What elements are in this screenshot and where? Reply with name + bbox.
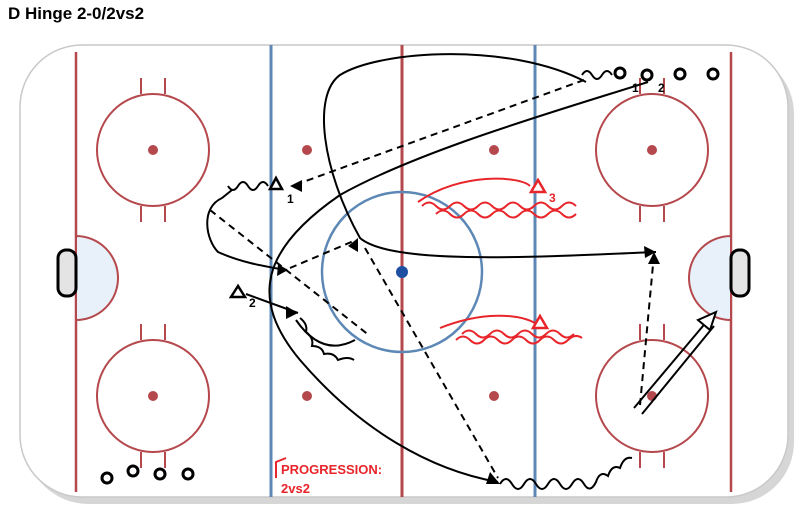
waiting-player-1 [100, 471, 114, 485]
faceoff-circles [96, 78, 709, 468]
defenders [228, 175, 285, 299]
skate-path-bottom [268, 81, 649, 483]
arrowheads [277, 180, 660, 484]
waiting-player-4 [181, 467, 195, 481]
net-right [729, 248, 751, 298]
pass-4 [364, 247, 499, 479]
arrowhead-bottom [486, 472, 500, 484]
d-curl [295, 319, 356, 347]
arrowhead-pass5 [648, 252, 660, 264]
faceoff-circle-top-right [595, 78, 709, 222]
forwards-top [613, 66, 720, 82]
waiting-player-3 [153, 467, 167, 481]
progression-bracket [275, 457, 287, 478]
progression-label: PROGRESSION: [281, 462, 382, 477]
neutral-dot-4 [489, 391, 499, 401]
progression-defender-3 [528, 177, 548, 194]
forwards-bottom [100, 464, 195, 485]
forward-1 [613, 66, 627, 80]
faceoff-circle-bottom-left [96, 324, 210, 468]
carry-waves [227, 70, 633, 490]
progression-sublabel: 2vs2 [281, 481, 310, 496]
neutral-dot-2 [302, 391, 312, 401]
center-dot [396, 266, 408, 278]
prog-wave-bottom-1 [461, 329, 575, 339]
forward-3 [673, 67, 687, 81]
progression-defender-4 [530, 313, 550, 330]
arrowhead-d2 [286, 306, 298, 319]
wave-d1 [227, 181, 269, 191]
goal-crease-right [688, 234, 732, 322]
progression-paths [417, 177, 583, 345]
pass-1 [291, 79, 585, 187]
faceoff-circle-top-left [96, 78, 210, 222]
wave-bottom [499, 456, 633, 490]
arrowhead-pass3 [348, 238, 358, 252]
pass-lines [209, 79, 655, 479]
forward-2-label: 2 [658, 81, 665, 95]
shot-line-b [641, 325, 715, 415]
d1-skate [206, 189, 287, 271]
arrowhead-d1 [277, 264, 288, 276]
drill-paths [206, 53, 715, 483]
forward-1-label: 1 [632, 81, 639, 95]
prog-arc-bottom [439, 314, 541, 329]
prog-wave-top-2 [435, 209, 577, 219]
prog-arc-top [417, 177, 531, 203]
defender-1-label: 1 [287, 192, 294, 206]
arrowhead-pass1 [290, 180, 302, 192]
skate-path-top [323, 53, 657, 259]
pass-5 [639, 253, 655, 406]
prog-wave-bottom-2 [455, 334, 583, 345]
forward-2 [640, 68, 654, 82]
defender-2 [228, 283, 248, 299]
waiting-player-2 [126, 464, 140, 478]
arrowhead-top [644, 246, 656, 258]
goal-crease-left [75, 234, 119, 322]
pass-2 [209, 209, 371, 337]
defender-3-label: 3 [549, 191, 556, 205]
center-circle [320, 190, 484, 354]
shot-arrowhead [696, 310, 718, 332]
shot-line-a [633, 319, 709, 409]
net-left [56, 248, 78, 298]
neutral-zone-dots [302, 145, 499, 401]
neutral-dot-1 [302, 145, 312, 155]
wave-d2 [299, 317, 355, 362]
wave-top-right [581, 70, 613, 80]
faceoff-circle-bottom-right [595, 324, 709, 468]
neutral-dot-3 [489, 145, 499, 155]
forward-4 [706, 67, 720, 81]
page-title: D Hinge 2-0/2vs2 [8, 4, 145, 23]
defender-1 [267, 175, 285, 191]
defender-2-label: 2 [249, 296, 256, 310]
